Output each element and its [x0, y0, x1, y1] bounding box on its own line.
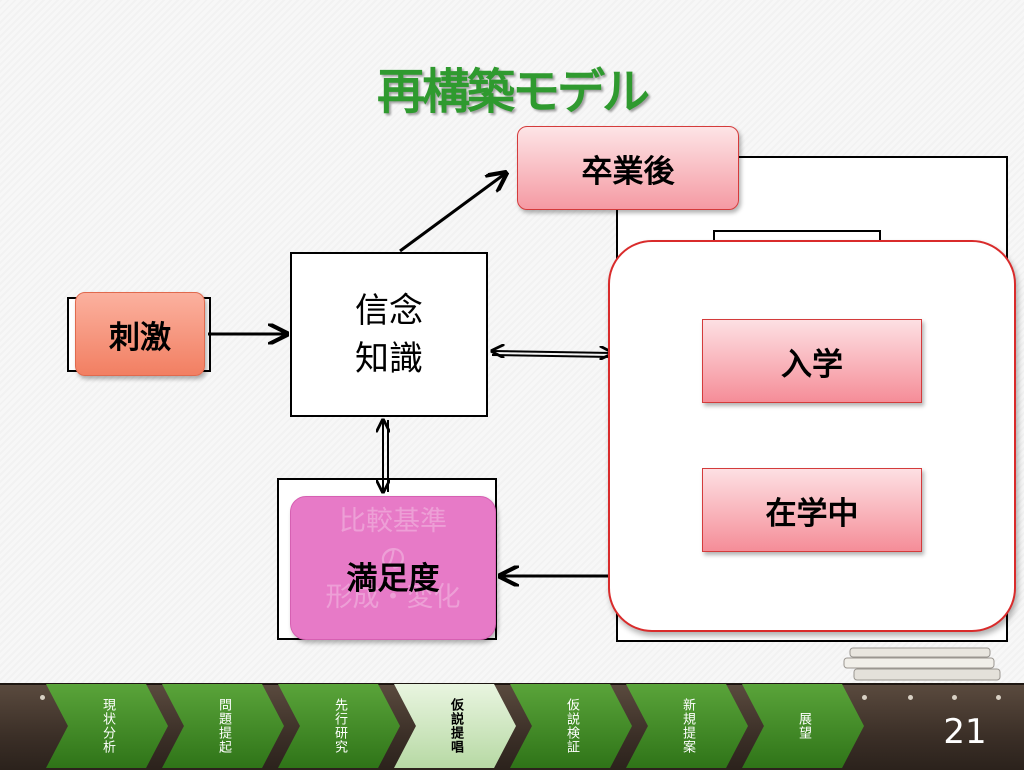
slide-title: 再構築モデル — [376, 64, 650, 120]
after-graduation-label: 卒業後 — [581, 153, 675, 190]
arrow-belief-to-school — [492, 351, 612, 353]
books-decoration — [843, 647, 1001, 681]
stimulus-box: 刺激 — [75, 292, 205, 376]
belief-label: 信念 — [355, 290, 423, 331]
ghost-line-2: の — [379, 544, 407, 575]
nav-step-hypothesis[interactable]: 仮説提唱 — [394, 684, 516, 768]
knowledge-label: 知識 — [355, 338, 423, 379]
rivet — [952, 695, 957, 700]
rivet — [40, 695, 45, 700]
ghost-line-1: 比較基準 — [339, 506, 447, 537]
in-school-box: 在学中 — [702, 468, 922, 552]
in-school-label: 在学中 — [765, 495, 859, 532]
ghost-line-3: 形成・変化 — [325, 582, 461, 613]
page-number: 21 — [943, 712, 987, 752]
arrow-belief-to-after-grad — [399, 173, 506, 253]
belief-knowledge-box: 信念 知識 — [290, 252, 488, 417]
enrollment-label: 入学 — [781, 346, 843, 383]
stimulus-label: 刺激 — [109, 319, 171, 356]
satisfaction-label: 満足度 — [346, 560, 440, 597]
rivet — [862, 695, 867, 700]
satisfaction-box — [290, 496, 496, 640]
after-graduation-box: 卒業後 — [517, 126, 739, 210]
rivet — [996, 695, 1001, 700]
rivet — [908, 695, 913, 700]
satisfaction-label-wrap: 満足度 — [290, 545, 496, 605]
school-period-panel — [608, 240, 1016, 632]
ghost-text-block: 比較基準 の 形成・変化 — [290, 498, 496, 622]
enrollment-box: 入学 — [702, 319, 922, 403]
